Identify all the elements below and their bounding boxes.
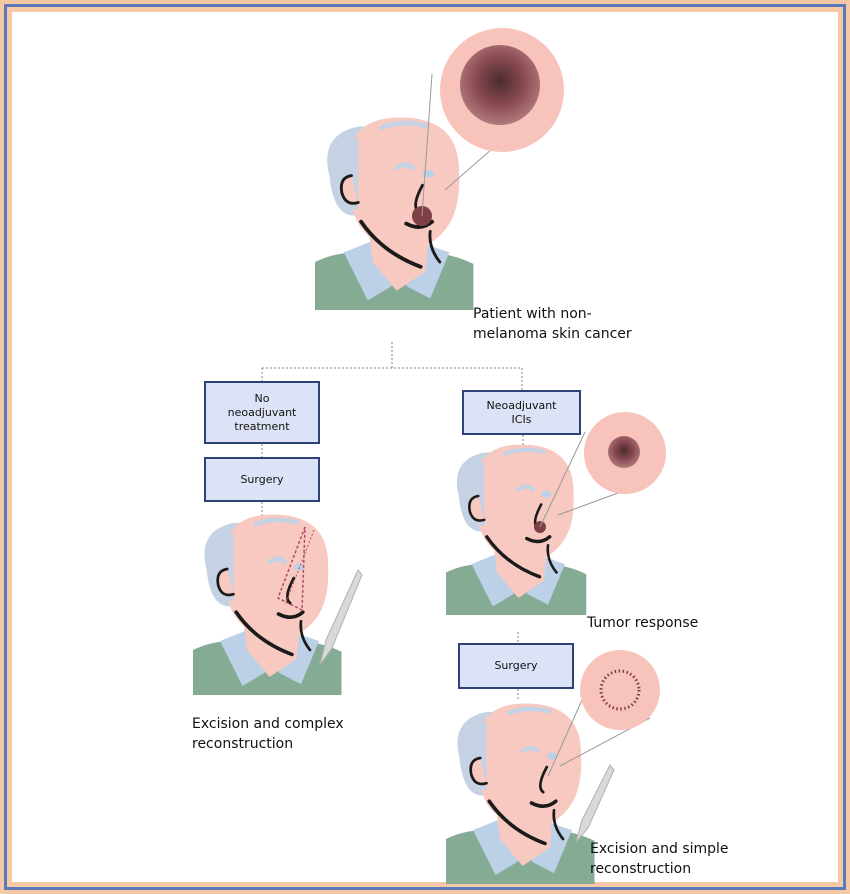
- box-neoadjuvant-icis: Neoadjuvant ICIs: [462, 390, 581, 435]
- scalpel-icon-right: [576, 765, 614, 842]
- right-response-illustration: [446, 412, 666, 615]
- label-excision-simple: Excision and simple reconstruction: [590, 839, 729, 879]
- box-surgery-left: Surgery: [204, 457, 320, 502]
- box-no-neoadjuvant: No neoadjuvant treatment: [204, 381, 320, 444]
- label-tumor-response: Tumor response: [587, 613, 698, 633]
- lesion-zoom-response: [608, 436, 640, 468]
- left-outcome-illustration: [193, 515, 362, 695]
- box-surgery-right: Surgery: [458, 643, 574, 689]
- label-excision-complex: Excision and complex reconstruction: [192, 714, 344, 754]
- lesion-zoom-top: [460, 45, 540, 125]
- patient-head-illustration: [315, 28, 564, 310]
- zoom-circle-sutured: [580, 650, 660, 730]
- label-patient: Patient with non- melanoma skin cancer: [473, 304, 632, 344]
